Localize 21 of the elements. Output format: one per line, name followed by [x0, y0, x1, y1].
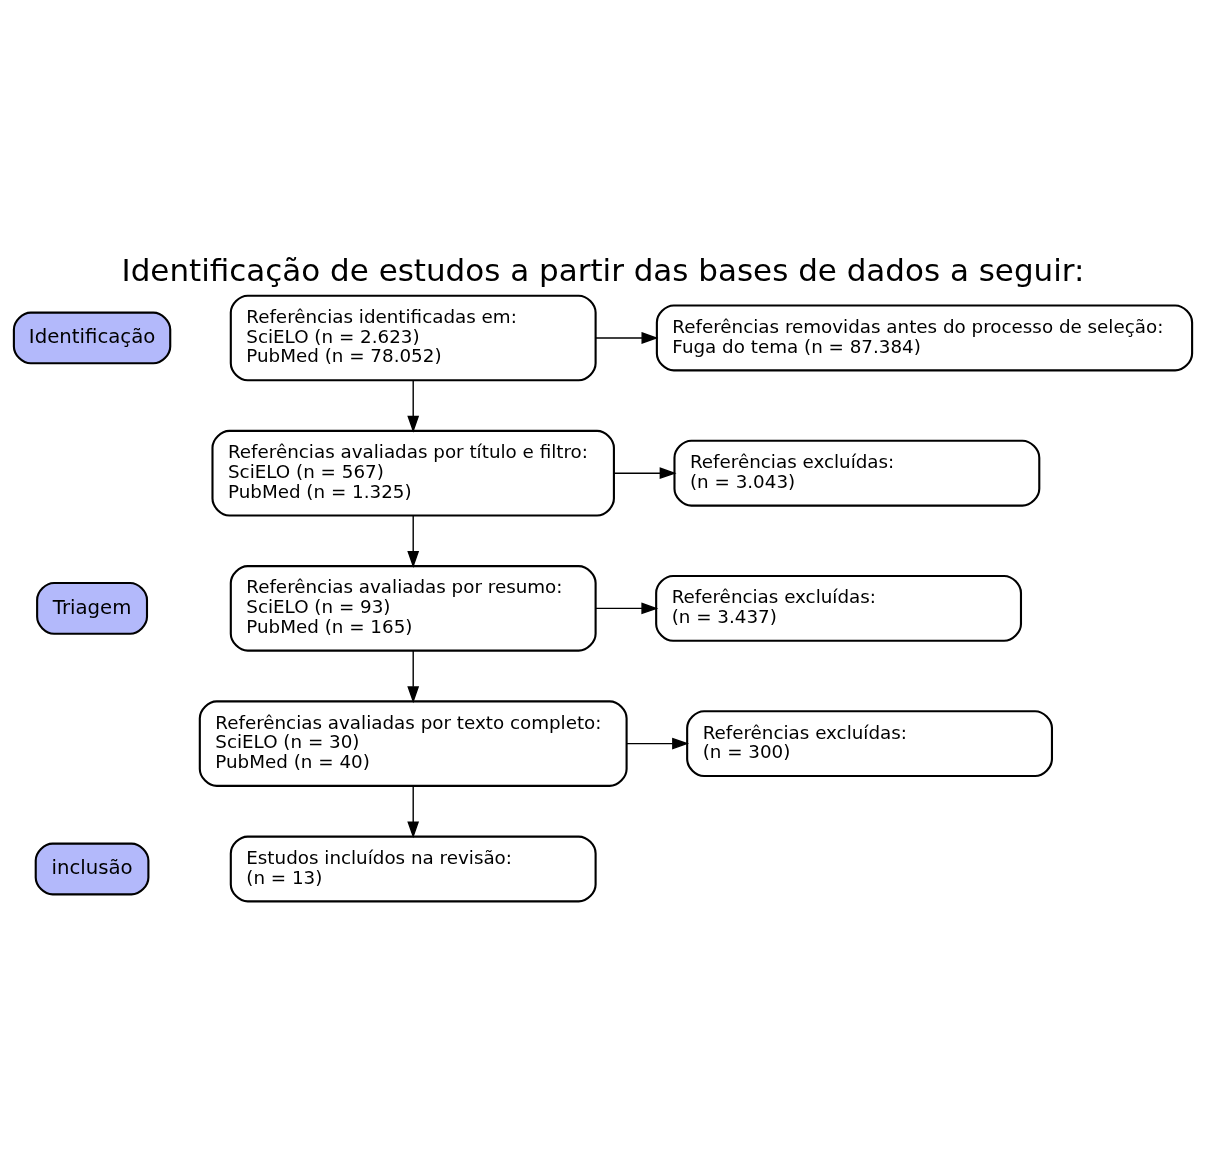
arrow — [407, 785, 420, 838]
node-box: Referências avaliadas por título e filtro: SciELO (n = 567) PubMed (n = 1.325) — [211, 429, 615, 516]
node-box: Referências avaliadas por resumo: SciELO (n = 93) PubMed (n = 165) — [229, 564, 597, 652]
arrow — [625, 737, 690, 750]
node-box: Referências excluídas: (n = 3.437) — [655, 574, 1023, 642]
node-box: Referências removidas antes do processo de seleção: Fuga do tema (n = 87.384) — [655, 304, 1194, 371]
node-box: Referências avaliadas por texto completo: SciELO (n = 30) PubMed (n = 40) — [198, 699, 628, 787]
arrow — [595, 331, 659, 344]
node-box: Estudos incluídos na revisão: (n = 13) — [229, 835, 597, 902]
arrow — [595, 601, 659, 614]
arrow — [407, 514, 420, 568]
node-box: Referências identificadas em: SciELO (n = 2.623) PubMed (n = 78.052) — [229, 294, 597, 381]
node-box: Triagem — [36, 581, 149, 635]
node-box: Referências excluídas: (n = 300) — [686, 709, 1053, 777]
arrow — [407, 649, 420, 703]
arrow — [407, 379, 420, 433]
node-box: inclusão — [34, 842, 150, 895]
arrow — [613, 466, 677, 479]
node-box: Identificação — [12, 311, 172, 364]
node-box: Referências excluídas: (n = 3.043) — [673, 439, 1041, 507]
diagram-title: Identificação de estudos a partir das bases de dados a seguir: — [121, 251, 1085, 288]
